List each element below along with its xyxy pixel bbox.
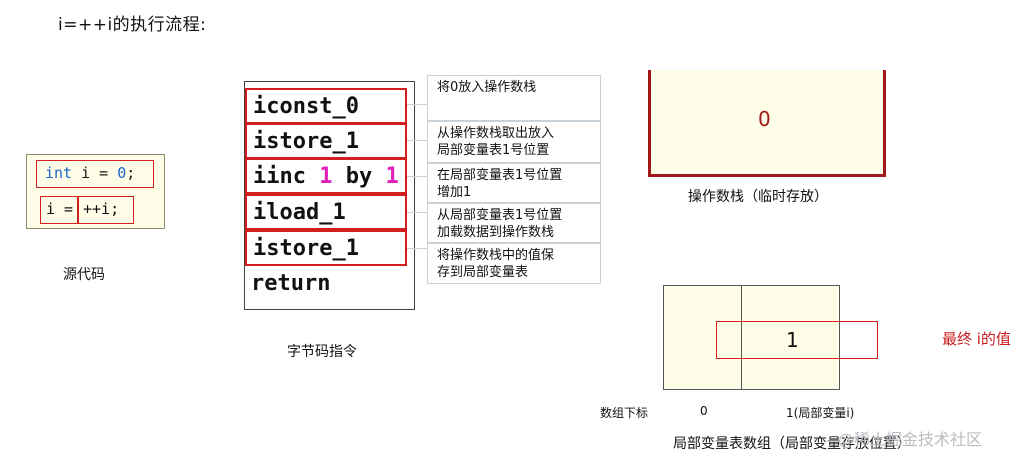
- note-text: 存到局部变量表: [437, 265, 529, 280]
- index-1: 1(局部变量i): [786, 406, 855, 420]
- semicolon: ;: [126, 164, 136, 182]
- operand-stack: [648, 70, 886, 177]
- source-line-2-lhs: i =: [40, 196, 78, 224]
- source-line-2-rhs: ++i;: [78, 196, 134, 224]
- bytecode-row-return: return: [251, 271, 331, 296]
- iinc-op: iinc: [253, 164, 320, 189]
- note-text: 将操作数栈中的值保: [437, 248, 555, 263]
- note-text: 从局部变量表1号位置: [437, 208, 563, 223]
- bytecode-row-istore1-second: istore_1: [245, 230, 407, 266]
- keyword-int: int: [45, 164, 73, 182]
- source-line-1-text: i =: [72, 164, 118, 182]
- connector-line: [407, 140, 427, 141]
- operand-stack-value: 0: [758, 107, 771, 131]
- page-title: i=++i的执行流程:: [58, 15, 207, 35]
- final-value-label: 最终 i的值: [942, 330, 1011, 348]
- local-variable-table-divider: [741, 285, 742, 389]
- note-text: 增加1: [437, 185, 472, 200]
- index-label: 数组下标: [600, 406, 649, 420]
- local-variable-highlight: [716, 321, 878, 359]
- connector-line: [407, 248, 427, 249]
- note-text: 在局部变量表1号位置: [437, 168, 563, 183]
- connector-line: [407, 212, 427, 213]
- iinc-index: 1: [319, 164, 333, 189]
- bytecode-row-iinc: iinc 1 by 1: [245, 158, 407, 194]
- local-variable-table: [663, 285, 840, 390]
- note-iload1: 从局部变量表1号位置 加载数据到操作数栈: [427, 203, 601, 243]
- bytecode-caption: 字节码指令: [287, 344, 357, 360]
- source-line-1: int i = 0;: [36, 160, 154, 188]
- literal-zero: 0: [117, 164, 127, 182]
- local-variable-table-caption: 局部变量表数组（局部变量存放位置）: [673, 436, 911, 452]
- operand-stack-caption: 操作数栈（临时存放）: [688, 189, 828, 205]
- note-istore1: 从操作数栈取出放入 局部变量表1号位置: [427, 121, 601, 163]
- connector-line: [407, 104, 427, 105]
- source-code-box: [26, 154, 165, 229]
- bytecode-row-iconst0: iconst_0: [245, 88, 407, 124]
- note-text: 将0放入操作数栈: [437, 80, 537, 95]
- source-caption: 源代码: [63, 267, 105, 283]
- note-text: 局部变量表1号位置: [437, 143, 550, 158]
- note-iconst0: 将0放入操作数栈: [427, 75, 601, 121]
- bytecode-row-iload1: iload_1: [245, 194, 407, 230]
- note-iinc: 在局部变量表1号位置 增加1: [427, 163, 601, 203]
- note-text: 加载数据到操作数栈: [437, 225, 555, 240]
- iinc-amount: 1: [385, 164, 399, 189]
- note-text: 从操作数栈取出放入: [437, 126, 555, 141]
- iinc-by: by: [332, 164, 386, 189]
- note-istore1-second: 将操作数栈中的值保 存到局部变量表: [427, 243, 601, 284]
- local-variable-value: 1: [786, 328, 799, 352]
- index-0: 0: [700, 404, 708, 418]
- bytecode-row-istore1: istore_1: [245, 123, 407, 159]
- connector-line: [407, 176, 427, 177]
- watermark: @稀土掘金技术社区: [838, 430, 983, 449]
